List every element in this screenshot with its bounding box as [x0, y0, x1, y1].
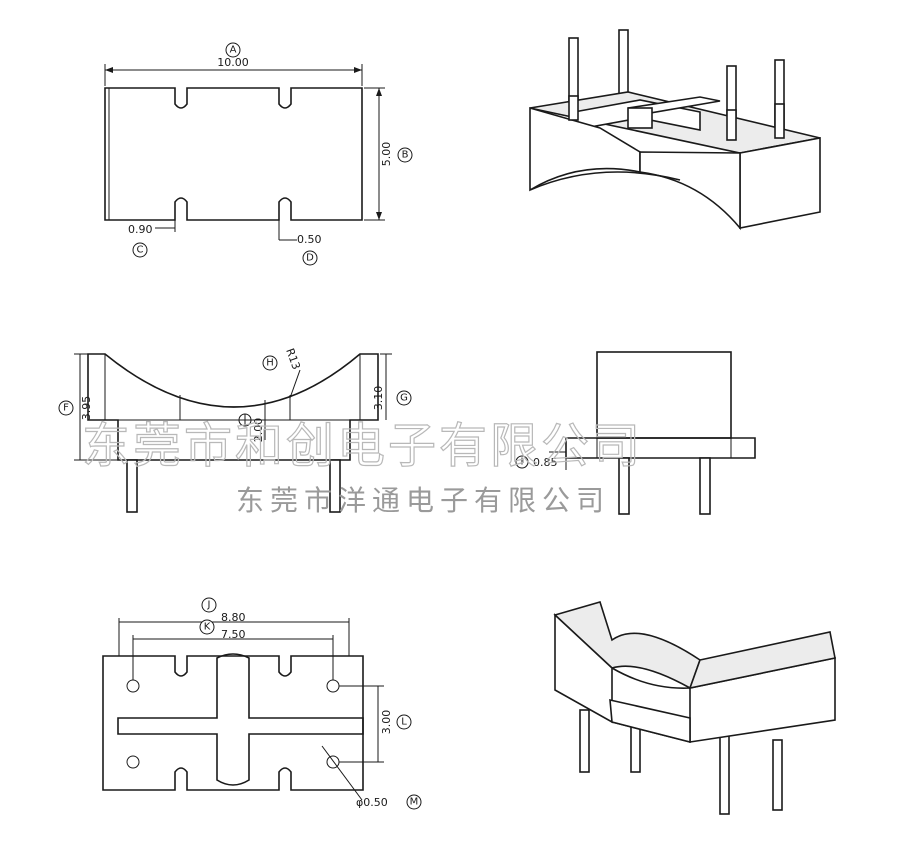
dim-g-value: 3.10 — [372, 386, 385, 411]
dim-k-tag-circle — [199, 619, 215, 635]
dim-a-tag-circle — [225, 42, 241, 58]
dim-c-tag: C — [137, 245, 144, 256]
dim-l-value: 3.00 — [380, 710, 393, 735]
front-view-body — [87, 353, 379, 461]
dim-j-tag: J — [207, 600, 211, 611]
dim-l-tag: L — [401, 717, 407, 728]
dim-m-tag-circle — [406, 794, 422, 810]
watermark-small: 东莞市洋通电子有限公司 — [236, 484, 610, 517]
dim-b-tag: B — [402, 150, 409, 161]
front-view: 3.95 F 3.10 G 2.00 R13 H — [58, 347, 412, 513]
dim-a-tag: A — [230, 45, 237, 56]
top-view-outline — [104, 87, 363, 221]
isometric-view-top — [529, 29, 821, 231]
dim-c-tag-circle — [132, 242, 148, 258]
dim-h-value: 2.00 — [252, 418, 265, 443]
dim-f-tag-circle — [58, 400, 74, 416]
dim-radius-value: R13 — [283, 347, 303, 372]
dim-d-value: 0.50 — [297, 233, 322, 246]
top-view: 10.00 A 5.00 B 0.90 C 0.50 D — [104, 42, 413, 266]
dim-b-value: 5.00 — [380, 142, 393, 167]
dim-f-value: 3.95 — [80, 396, 93, 421]
dim-m-value: φ0.50 — [356, 796, 388, 809]
dim-j-value: 8.80 — [221, 611, 246, 624]
dim-d-tag: D — [306, 253, 314, 264]
dim-radius-tag: H — [266, 358, 274, 369]
dim-d-tag-circle — [302, 250, 318, 266]
dim-c-value: 0.90 — [128, 223, 153, 236]
dim-k-value: 7.50 — [221, 628, 246, 641]
dim-i-tag-circle — [515, 455, 529, 469]
dim-a-value: 10.00 — [217, 56, 249, 69]
dim-i-value: 0.85 — [533, 456, 558, 469]
dim-l-tag-circle — [396, 714, 412, 730]
dim-b-tag-circle — [397, 147, 413, 163]
bottom-view-outline — [102, 655, 364, 791]
dim-i-tag: I — [521, 457, 524, 468]
dim-g-tag: G — [400, 393, 408, 404]
dim-radius-tag-circle — [262, 355, 278, 371]
bottom-view: 8.80 J 7.50 K 3.00 L φ0.50 M — [102, 597, 422, 810]
isometric-view-bottom — [553, 601, 836, 815]
dim-j-tag-circle — [201, 597, 217, 613]
side-view: I 0.85 — [515, 351, 756, 515]
dim-f-tag: F — [63, 403, 69, 414]
dim-g-tag-circle — [396, 390, 412, 406]
watermark-large: 东莞市和创电子有限公司 — [82, 418, 643, 474]
dim-k-tag: K — [204, 622, 211, 633]
dim-m-tag: M — [410, 797, 419, 808]
